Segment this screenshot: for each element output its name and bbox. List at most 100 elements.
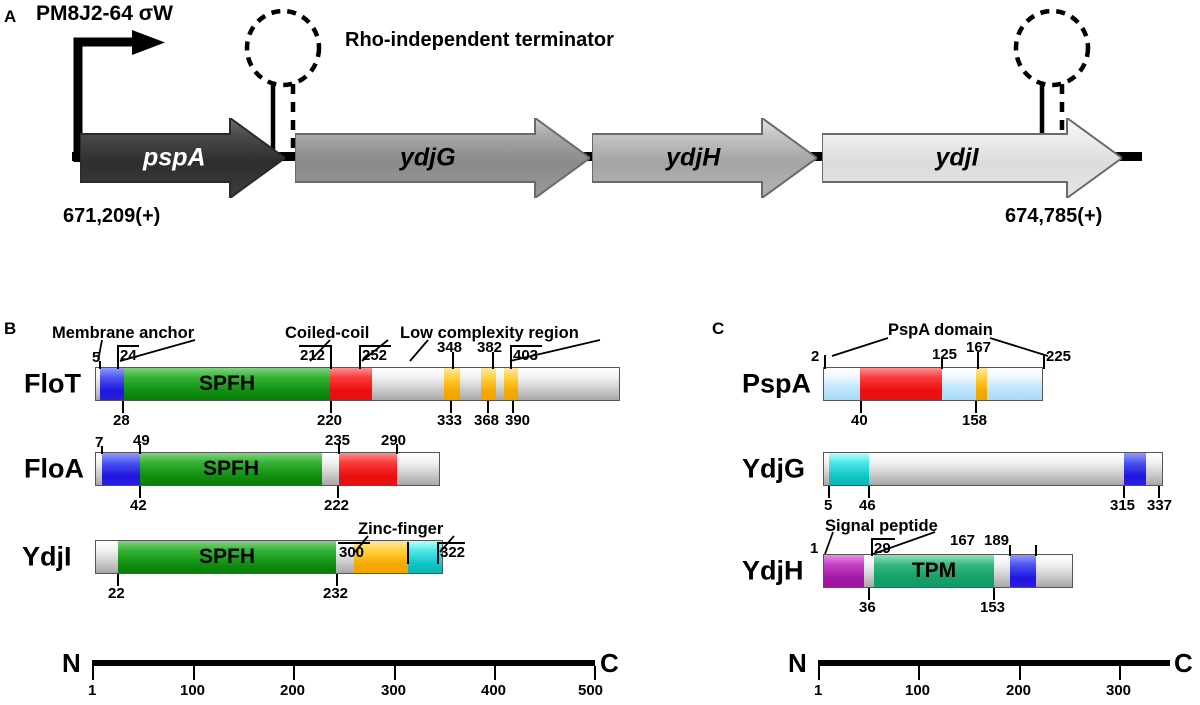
tick-flot-382 bbox=[492, 352, 494, 369]
feature-label-membrane-anchor: Membrane anchor bbox=[52, 324, 195, 342]
tick-ydji-322-cap bbox=[437, 542, 465, 544]
end-coordinate: 674,785(+) bbox=[1005, 205, 1103, 227]
domain-track-floa: SPFH bbox=[95, 452, 440, 486]
gene-arrow-ydjg: ydjG bbox=[295, 118, 590, 198]
domain-label-spfh: SPFH bbox=[198, 372, 256, 395]
tick-pspa-40 bbox=[860, 401, 862, 413]
domain-label-tpm: TPM bbox=[911, 559, 957, 582]
position-ydjh-153: 153 bbox=[980, 599, 1006, 616]
domain-ydjg-c-terminal bbox=[1124, 453, 1146, 485]
domain-flot-spfh: SPFH bbox=[124, 368, 330, 400]
domain-label-spfh-floa: SPFH bbox=[202, 457, 260, 480]
terminator-label: Rho-independent terminator bbox=[345, 29, 614, 51]
tick-ydji-300 bbox=[407, 542, 409, 564]
ruler-b-num-100: 100 bbox=[180, 682, 206, 699]
protein-name-ydji: YdjI bbox=[22, 541, 72, 572]
position-ydjg-315: 315 bbox=[1110, 497, 1136, 514]
position-pspa-125: 125 bbox=[932, 346, 958, 363]
domain-flot-lcr-2 bbox=[481, 368, 496, 400]
ruler-c-num-300: 300 bbox=[1106, 682, 1132, 699]
domain-ydjh-c-terminal bbox=[1010, 555, 1036, 587]
ruler-c-num-200: 200 bbox=[1006, 682, 1032, 699]
tick-ydji-22 bbox=[117, 574, 119, 586]
position-flot-212: 212 bbox=[300, 347, 326, 364]
domain-ydjh-signal-peptide bbox=[824, 555, 864, 587]
tick-floa-42 bbox=[139, 486, 141, 498]
panel-a-letter: A bbox=[4, 7, 17, 26]
tick-flot-5 bbox=[99, 361, 101, 369]
domain-flot-membrane-anchor bbox=[100, 368, 124, 400]
position-ydjh-189: 189 bbox=[984, 532, 1010, 549]
leader-lines-ydji bbox=[354, 535, 455, 553]
position-ydjg-337: 337 bbox=[1147, 497, 1173, 514]
position-pspa-167: 167 bbox=[966, 339, 992, 356]
tick-flot-348 bbox=[452, 352, 454, 369]
ruler-b-num-400: 400 bbox=[481, 682, 507, 699]
tick-flot-212-cap bbox=[299, 345, 331, 347]
ruler-b-tick-100 bbox=[193, 666, 195, 680]
ruler-b-bar bbox=[92, 660, 595, 666]
domain-flot-lcr-1 bbox=[444, 368, 460, 400]
leader-lines-flot bbox=[97, 339, 601, 362]
ruler-b-c-label: C bbox=[600, 648, 619, 678]
ruler-c-tick-300 bbox=[1119, 666, 1121, 680]
leader-lines-pspa bbox=[831, 337, 1049, 357]
tick-flot-403 bbox=[510, 345, 512, 369]
tick-flot-24-cap bbox=[117, 345, 139, 347]
position-ydjh-29: 29 bbox=[874, 540, 891, 557]
tick-ydjg-337 bbox=[1158, 486, 1160, 498]
position-flot-252: 252 bbox=[362, 347, 388, 364]
ruler-b-num-500: 500 bbox=[578, 682, 604, 699]
protein-name-pspa: PspA bbox=[742, 368, 812, 399]
start-coordinate: 671,209(+) bbox=[63, 205, 161, 227]
tick-ydjh-36 bbox=[868, 588, 870, 600]
domain-flot-lcr-3 bbox=[504, 368, 518, 400]
tick-pspa-167 bbox=[977, 352, 979, 369]
ruler-b-num-1: 1 bbox=[88, 682, 97, 699]
tick-ydjg-5 bbox=[828, 486, 830, 498]
terminator-hairpin-1-icon bbox=[243, 8, 323, 163]
position-pspa-2: 2 bbox=[811, 348, 820, 365]
tick-ydjg-46 bbox=[868, 486, 870, 498]
ruler-b-tick-300 bbox=[394, 666, 396, 680]
tick-floa-235 bbox=[338, 444, 340, 454]
ruler-c-num-1: 1 bbox=[814, 682, 823, 699]
position-flot-348: 348 bbox=[437, 339, 463, 356]
position-flot-403: 403 bbox=[513, 347, 539, 364]
ruler-c-bar bbox=[818, 660, 1170, 666]
ruler-c-tick-1 bbox=[818, 666, 820, 680]
domain-track-flot: SPFH bbox=[95, 367, 620, 401]
tick-flot-220 bbox=[330, 401, 332, 413]
tick-ydjh-167 bbox=[1009, 545, 1011, 556]
gene-arrow-pspa: pspA bbox=[80, 118, 285, 198]
ruler-b-tick-500 bbox=[594, 666, 596, 680]
ruler-b-num-200: 200 bbox=[280, 682, 306, 699]
panel-c-letter: C bbox=[712, 319, 725, 338]
tick-pspa-2 bbox=[824, 355, 826, 369]
tick-ydji-232 bbox=[336, 574, 338, 586]
position-flot-220: 220 bbox=[317, 412, 343, 429]
position-floa-222: 222 bbox=[324, 497, 350, 514]
domain-floa-coiled-coil bbox=[339, 453, 397, 485]
ruler-b-num-300: 300 bbox=[381, 682, 407, 699]
feature-label-zinc-finger: Zinc-finger bbox=[358, 520, 444, 538]
position-flot-28: 28 bbox=[113, 412, 130, 429]
position-floa-42: 42 bbox=[130, 497, 147, 514]
ruler-c-tick-100 bbox=[918, 666, 920, 680]
ruler-c-c-label: C bbox=[1174, 648, 1193, 678]
tick-pspa-158 bbox=[975, 401, 977, 413]
gene-arrow-ydji: ydjI bbox=[822, 118, 1122, 198]
domain-track-pspa bbox=[823, 367, 1043, 401]
position-flot-390: 390 bbox=[505, 412, 531, 429]
position-flot-333: 333 bbox=[437, 412, 463, 429]
position-ydji-22: 22 bbox=[108, 585, 125, 602]
position-ydjh-36: 36 bbox=[859, 599, 876, 616]
domain-floa-membrane-anchor bbox=[102, 453, 140, 485]
tick-flot-390 bbox=[512, 401, 514, 413]
tick-flot-28 bbox=[122, 401, 124, 413]
position-ydjg-5: 5 bbox=[824, 497, 833, 514]
position-ydji-232: 232 bbox=[323, 585, 349, 602]
position-pspa-40: 40 bbox=[851, 412, 868, 429]
tick-floa-49 bbox=[139, 444, 141, 454]
